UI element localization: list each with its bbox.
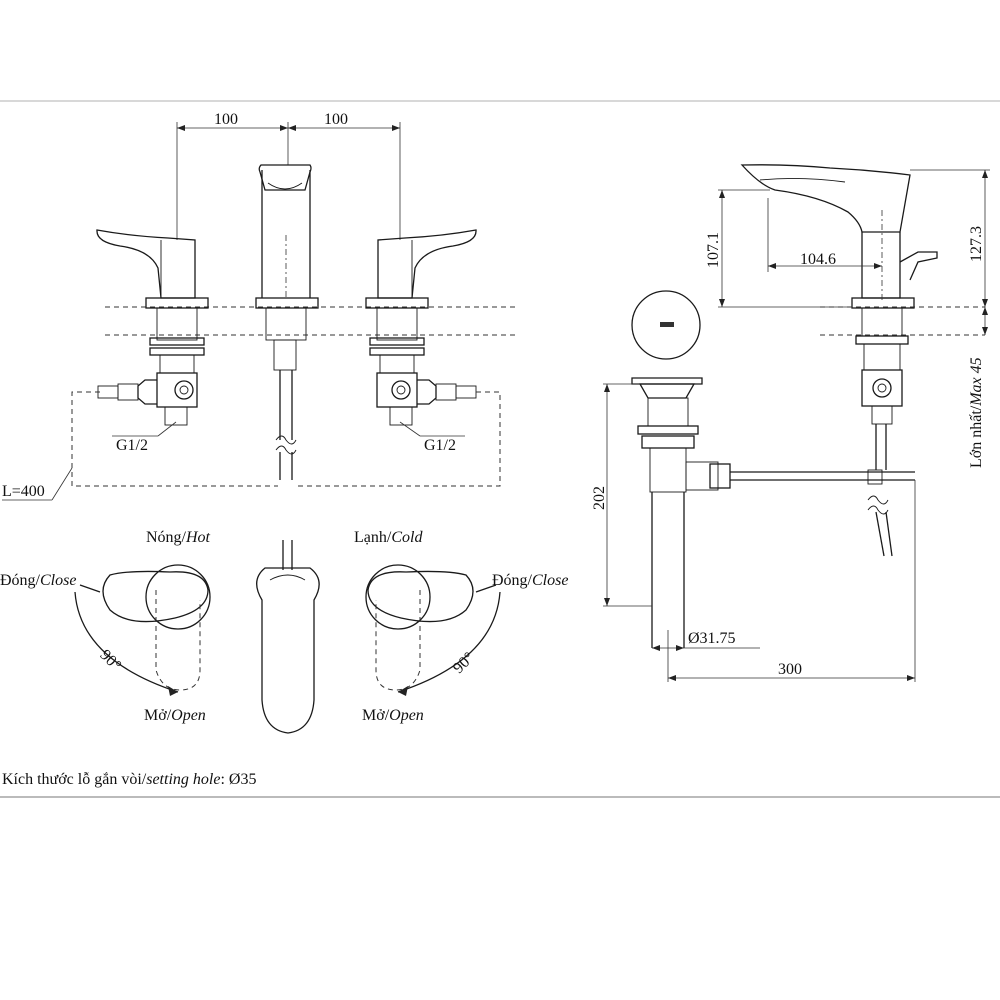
setting-hole-note: Kích thước lỗ gắn vòi/setting hole: Ø35 — [2, 771, 256, 788]
drain-view: 202 Ø31.75 300 — [591, 290, 916, 682]
dimension-104-6: 104.6 — [800, 251, 836, 268]
spacing-dimension: 100 100 — [176, 111, 401, 240]
open-right-label: Mở/Open — [362, 707, 424, 724]
dimension-127-3: 127.3 — [968, 226, 985, 262]
hose-length-label: L=400 — [2, 483, 45, 500]
dimension-100-right: 100 — [324, 111, 348, 128]
close-right-label: Đóng/Close — [492, 572, 568, 589]
dimension-100-left: 100 — [214, 111, 238, 128]
drain-diameter-label: Ø31.75 — [688, 630, 736, 647]
side-view: 107.1 104.6 127.3 Lớn nhất/Max 45 — [705, 164, 990, 557]
spout-front — [255, 164, 319, 480]
angle-left-label: 90° — [96, 647, 124, 675]
dimension-107-1: 107.1 — [705, 232, 722, 268]
close-left-label: Đóng/Close — [0, 572, 76, 589]
dimension-202: 202 — [591, 486, 608, 510]
handle-side-view — [256, 540, 320, 734]
thread-right-label: G1/2 — [424, 437, 456, 454]
deck-max-label: Lớn nhất/Max 45 — [968, 357, 985, 468]
drain-length-label: 300 — [778, 661, 802, 678]
handle-operation-view: Nóng/Hot Đóng/Close 90° Mở/Open Lạnh/Col… — [0, 529, 568, 734]
hot-label: Nóng/Hot — [146, 529, 211, 546]
thread-left-label: G1/2 — [116, 437, 148, 454]
cold-handle — [365, 229, 477, 426]
open-left-label: Mở/Open — [144, 707, 206, 724]
cold-label: Lạnh/Cold — [354, 529, 423, 546]
hot-handle — [96, 229, 209, 426]
angle-right-label: 90° — [450, 649, 478, 677]
front-view: 100 100 — [2, 111, 515, 501]
